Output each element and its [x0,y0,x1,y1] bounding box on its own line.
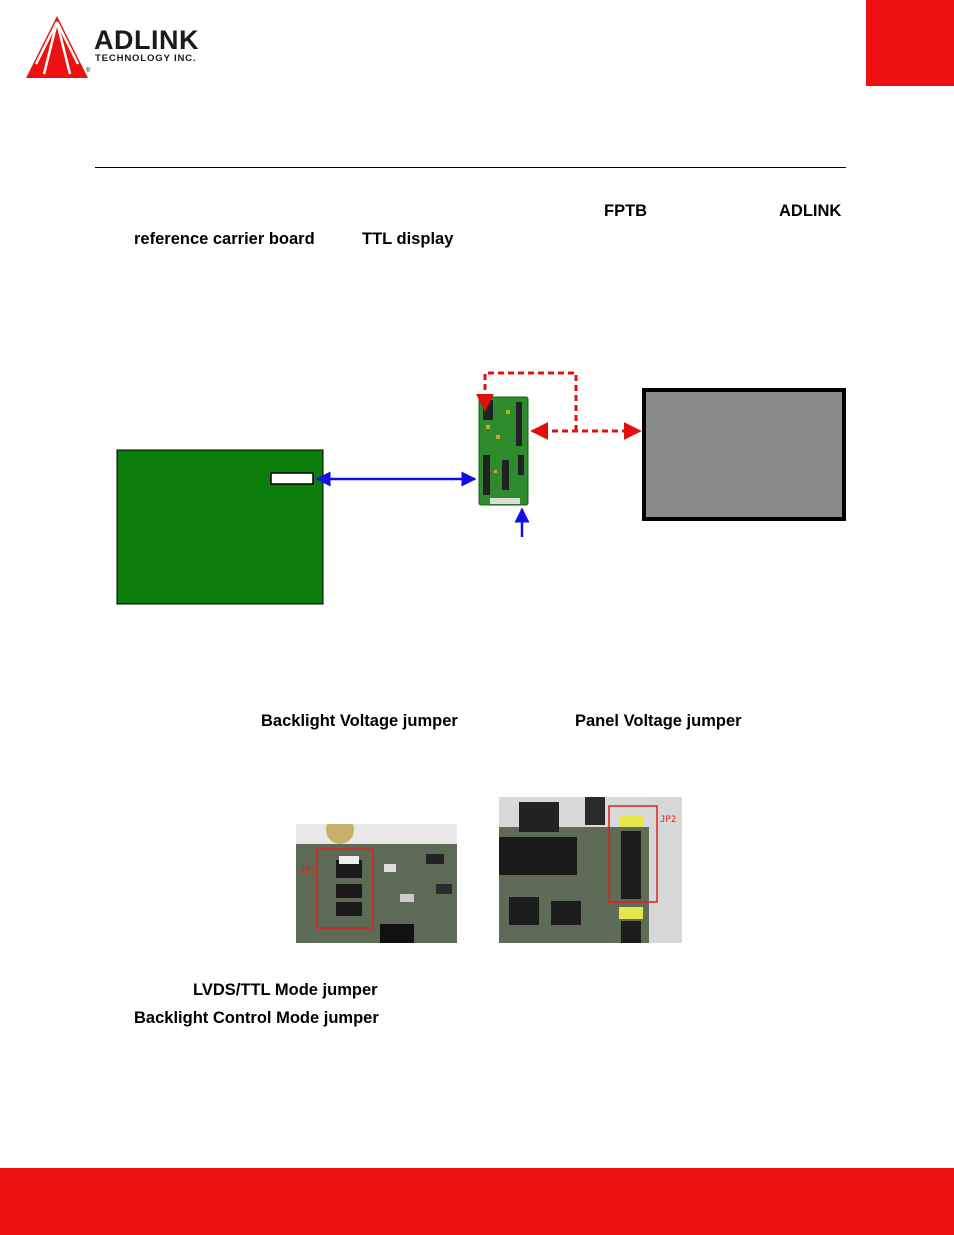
panel-voltage-jumper-label: Panel Voltage jumper [575,712,742,730]
backlight-control-mode-jumper-label: Backlight Control Mode jumper [134,1009,379,1027]
connection-diagram [116,371,846,605]
term-fptb: FPTB [604,202,648,220]
jp1-label: JP1 [300,866,317,876]
backlight-loop-arrow [476,371,578,431]
term-ttl-display: TTL display [362,230,454,248]
adlink-logo-icon [26,16,88,78]
registered-mark: ® [86,68,91,74]
logo-wordmark: ADLINK [94,25,199,55]
term-adlink: ADLINK [779,202,842,220]
corner-tab [866,0,954,86]
jp2-label: JP2 [660,815,677,825]
section-rule [95,167,846,168]
footer-bar [0,1168,954,1235]
jp1-photo: JP1 [296,824,457,943]
carrier-connector [270,472,314,485]
logo-subtitle: TECHNOLOGY INC. [95,53,197,64]
ttl-display-panel [642,388,846,521]
fptb-board [478,396,529,506]
backlight-voltage-jumper-label: Backlight Voltage jumper [261,712,458,730]
term-carrier-board: reference carrier board [134,230,315,248]
lvds-ttl-mode-jumper-label: LVDS/TTL Mode jumper [193,981,378,999]
jp2-photo: JP2 [499,797,682,943]
